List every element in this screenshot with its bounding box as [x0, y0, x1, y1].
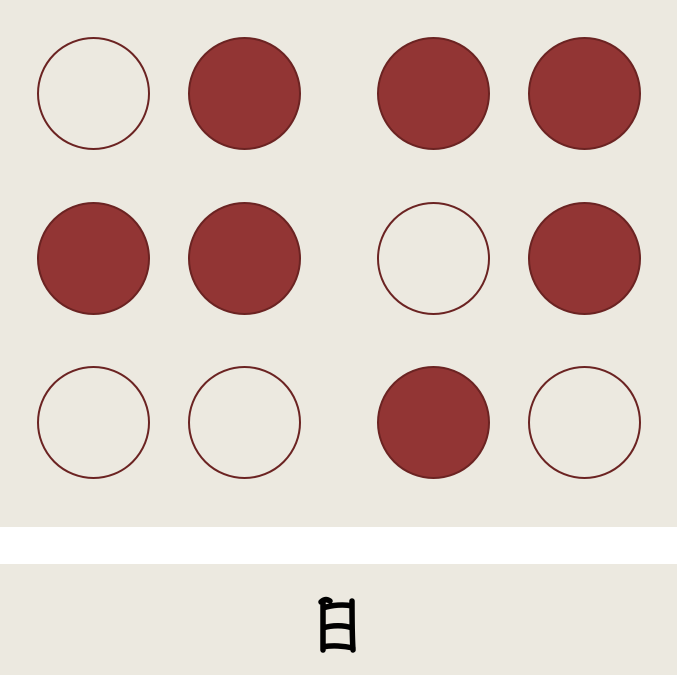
braille-panel: [0, 0, 677, 527]
braille-dot-3: [377, 366, 490, 479]
braille-dot-5: [188, 202, 301, 315]
braille-dot-2: [377, 202, 490, 315]
braille-dot-4: [528, 37, 641, 150]
braille-dot-1: [377, 37, 490, 150]
braille-dot-1: [37, 37, 150, 150]
glyph-panel: [0, 564, 677, 675]
braille-dot-2: [37, 202, 150, 315]
ladder-glyph-icon: [318, 596, 356, 653]
braille-dot-5: [528, 202, 641, 315]
braille-dot-3: [37, 366, 150, 479]
braille-dot-4: [188, 37, 301, 150]
braille-dot-6: [188, 366, 301, 479]
braille-dot-6: [528, 366, 641, 479]
